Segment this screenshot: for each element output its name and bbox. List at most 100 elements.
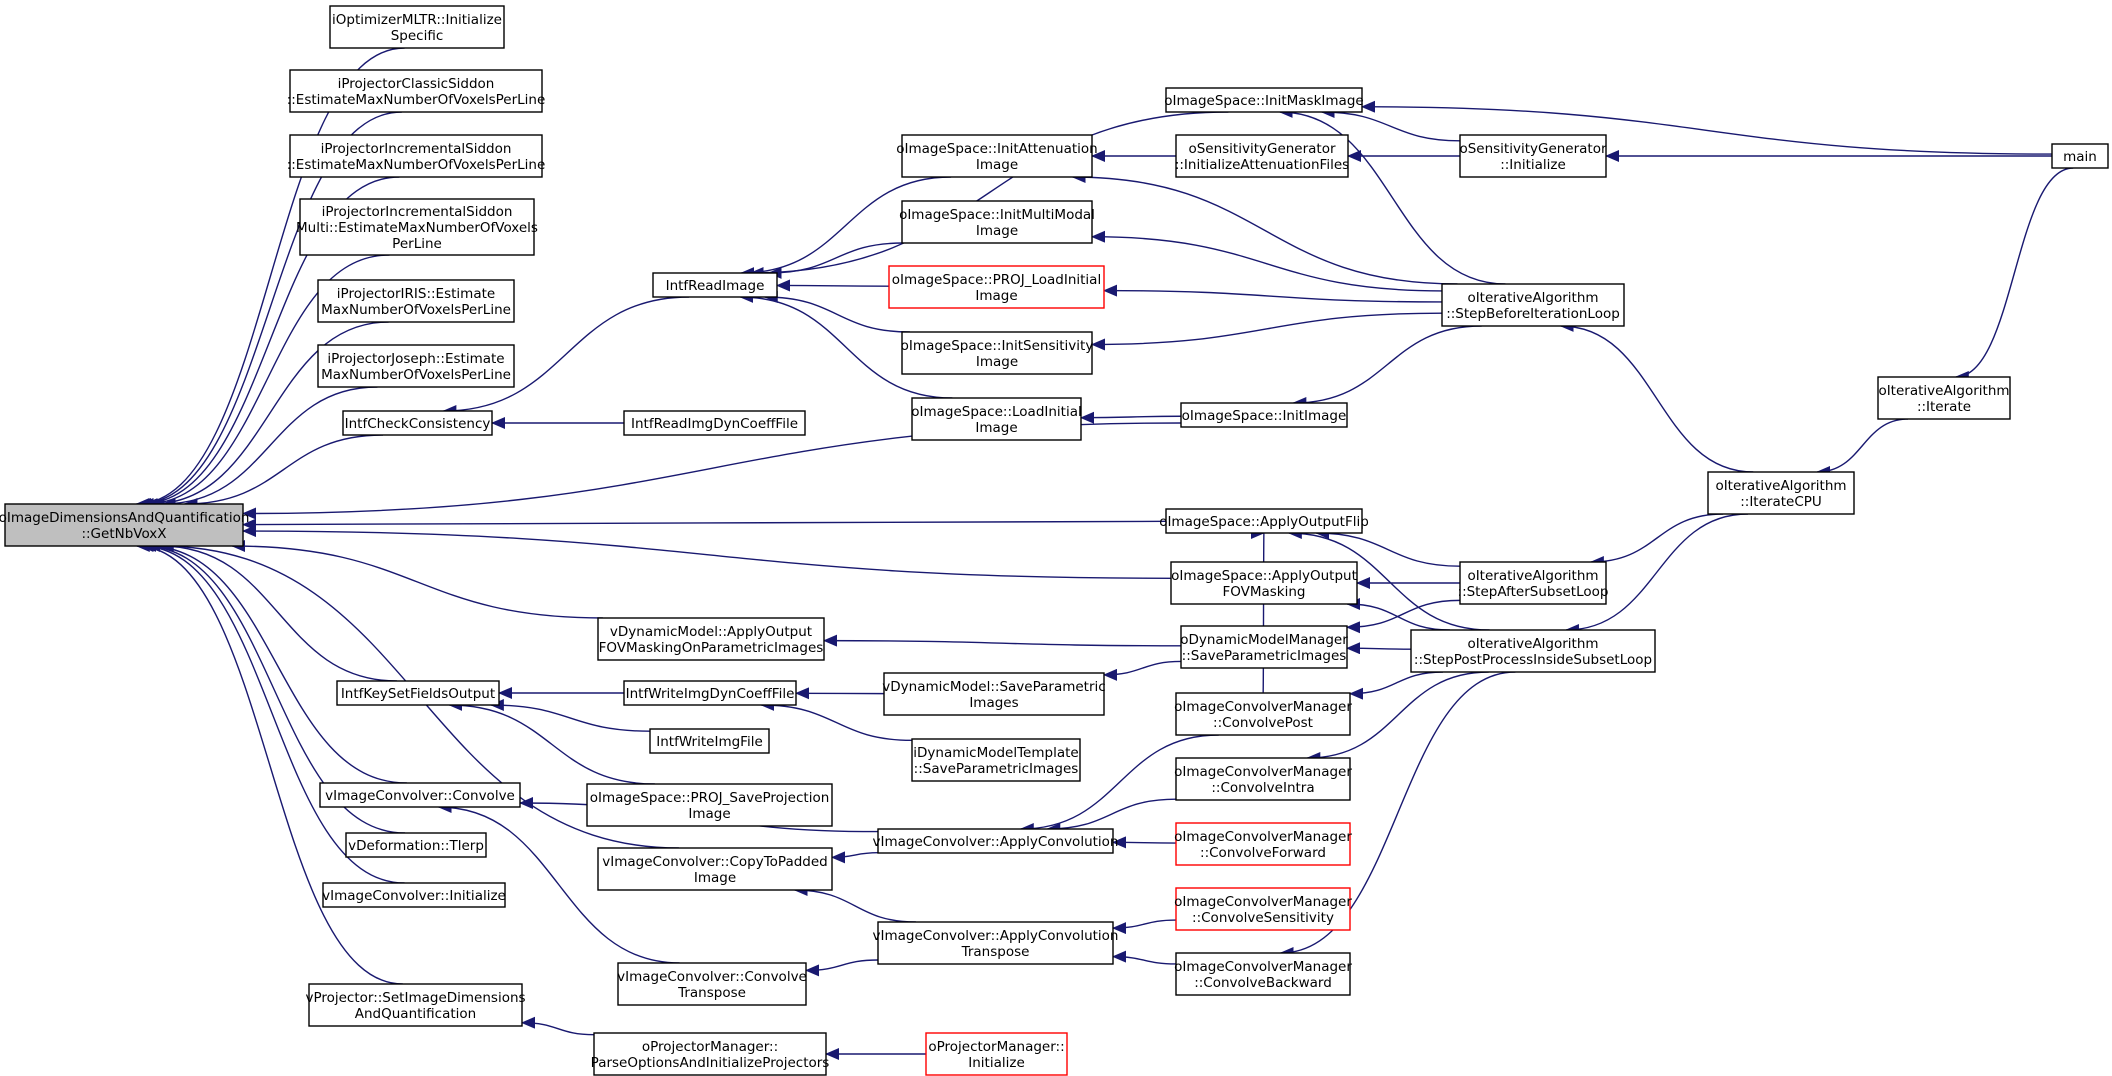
node-main[interactable]: main <box>2051 143 2109 169</box>
node-check-consistency[interactable]: IntfCheckConsistency <box>342 410 493 436</box>
node-write-img-file[interactable]: IntfWriteImgFile <box>649 728 770 754</box>
node-box <box>308 983 523 1027</box>
node-conv-post[interactable]: oImageConvolverManager::ConvolvePost <box>1174 692 1352 736</box>
edge-apply-conv-transpose-to-copy-to-padded <box>793 884 916 923</box>
node-iterate[interactable]: oIterativeAlgorithm::Iterate <box>1877 376 2011 420</box>
edge-iterate-cpu-to-step-after <box>1589 513 1724 568</box>
edge-dyn-mgr-save-to-apply-output-fov-dyn <box>823 634 1182 647</box>
node-box <box>1175 134 1349 178</box>
edge-dyn-mgr-save-to-save-parametric <box>1103 660 1182 681</box>
edge-parse-options-to-set-image-dims <box>521 1016 595 1036</box>
node-box <box>1175 887 1351 931</box>
node-dyn-template-save[interactable]: iDynamicModelTemplate::SaveParametricIma… <box>911 738 1081 782</box>
node-init-mask[interactable]: oImageSpace::InitMaskImage <box>1164 87 1364 113</box>
node-label: Image <box>688 806 730 822</box>
edge-apply-fov-to-root <box>242 525 1172 579</box>
edge-dyn-template-save-to-write-img-dyn <box>760 699 913 742</box>
node-apply-convolution[interactable]: vImageConvolver::ApplyConvolution <box>873 828 1119 854</box>
node-incr-siddon-multi[interactable]: iProjectorIncrementalSiddonMulti::Estima… <box>296 198 538 256</box>
node-box <box>911 397 1082 441</box>
node-label: ::IterateCPU <box>1740 494 1822 510</box>
node-box <box>319 782 521 808</box>
node-incr-siddon[interactable]: iProjectorIncrementalSiddon::EstimateMax… <box>287 134 546 178</box>
node-convolve[interactable]: vImageConvolver::Convolve <box>319 782 521 808</box>
node-label: ::ConvolveForward <box>1200 845 1326 861</box>
node-dyn-mgr-save[interactable]: oDynamicModelManager::SaveParametricImag… <box>1180 625 1348 669</box>
node-label: ::GetNbVoxX <box>81 526 166 542</box>
node-step-post[interactable]: oIterativeAlgorithm::StepPostProcessInsi… <box>1410 629 1656 673</box>
node-convolver-init[interactable]: vImageConvolver::Initialize <box>322 882 506 908</box>
node-parse-options[interactable]: oProjectorManager::ParseOptionsAndInitia… <box>591 1032 830 1076</box>
node-read-img-dyn[interactable]: IntfReadImgDynCoeffFile <box>623 410 806 436</box>
node-box <box>2051 143 2109 169</box>
node-apply-conv-transpose[interactable]: vImageConvolver::ApplyConvolutionTranspo… <box>873 921 1119 965</box>
edge-iris-to-root <box>150 321 389 510</box>
node-box <box>4 503 244 547</box>
node-root[interactable]: oImageDimensionsAndQuantification::GetNb… <box>0 503 249 547</box>
node-label: vImageConvolver::ApplyConvolution <box>873 928 1119 944</box>
node-read-image[interactable]: IntfReadImage <box>652 272 778 298</box>
node-box <box>617 962 807 1006</box>
node-conv-backward[interactable]: oImageConvolverManager::ConvolveBackward <box>1174 952 1352 996</box>
node-label: oSensitivityGenerator <box>1459 141 1607 157</box>
node-label: ::StepAfterSubsetLoop <box>1458 584 1609 600</box>
node-label: AndQuantification <box>355 1006 476 1022</box>
node-label: oImageConvolverManager <box>1174 959 1352 975</box>
node-label: ::Initialize <box>1500 157 1566 173</box>
edge-conv-post-to-apply-flip <box>1249 532 1265 694</box>
node-box <box>877 828 1114 854</box>
node-conv-sensitivity[interactable]: oImageConvolverManager::ConvolveSensitiv… <box>1174 887 1352 931</box>
node-apply-output-fov-dyn[interactable]: vDynamicModel::ApplyOutputFOVMaskingOnPa… <box>597 617 825 661</box>
node-step-before[interactable]: oIterativeAlgorithm::StepBeforeIteration… <box>1441 283 1625 327</box>
node-box <box>1410 629 1656 673</box>
node-label: oImageSpace::InitImage <box>1182 408 1347 424</box>
node-box <box>1441 283 1625 327</box>
node-conv-forward[interactable]: oImageConvolverManager::ConvolveForward <box>1174 822 1352 866</box>
node-sens-init-att[interactable]: oSensitivityGenerator::InitializeAttenua… <box>1175 134 1349 178</box>
node-proj-mgr-init[interactable]: oProjectorManager::Initialize <box>925 1032 1068 1076</box>
node-joseph[interactable]: iProjectorJoseph::EstimateMaxNumberOfVox… <box>317 344 515 388</box>
node-label: vDynamicModel::SaveParametric <box>882 679 1105 695</box>
node-sens-initialize[interactable]: oSensitivityGenerator::Initialize <box>1459 134 1607 178</box>
node-init-image[interactable]: oImageSpace::InitImage <box>1180 402 1348 428</box>
node-write-img-dyn[interactable]: IntfWriteImgDynCoeffFile <box>623 680 797 706</box>
node-label: ::SaveParametricImages <box>1182 648 1347 664</box>
node-save-parametric[interactable]: vDynamicModel::SaveParametricImages <box>882 672 1106 716</box>
node-classic-siddon[interactable]: iProjectorClassicSiddon::EstimateMaxNumb… <box>287 69 546 113</box>
edge-write-img-file-to-key-set-fields <box>489 699 651 732</box>
edge-main-to-init-mask <box>1361 100 2053 155</box>
node-label: MaxNumberOfVoxelsPerLine <box>321 302 511 318</box>
node-label: Transpose <box>677 985 746 1001</box>
node-box <box>925 1032 1068 1076</box>
node-box <box>289 134 543 178</box>
edge-step-before-to-init-multimodal <box>1091 230 1443 292</box>
node-conv-intra[interactable]: oImageConvolverManager::ConvolveIntra <box>1174 757 1352 801</box>
node-apply-flip[interactable]: oImageSpace::ApplyOutputFlip <box>1159 508 1369 534</box>
node-step-after[interactable]: oIterativeAlgorithm::StepAfterSubsetLoop <box>1458 561 1609 605</box>
edge-check-consistency-to-root <box>183 434 383 510</box>
edge-incr-siddon-to-root <box>139 176 400 510</box>
edge-step-after-to-apply-flip <box>1315 527 1461 567</box>
node-tlerp[interactable]: vDeformation::Tlerp <box>345 832 487 858</box>
node-box <box>901 331 1093 375</box>
node-label: iProjectorClassicSiddon <box>338 76 495 92</box>
node-iris[interactable]: iProjectorIRIS::EstimateMaxNumberOfVoxel… <box>317 279 515 323</box>
node-label: vImageConvolver::Convolve <box>325 788 515 804</box>
edge-step-before-to-init-image <box>1292 325 1482 409</box>
edge-read-image-to-check-consistency <box>442 296 690 417</box>
node-iterate-cpu[interactable]: oIterativeAlgorithm::IterateCPU <box>1707 471 1855 515</box>
node-set-image-dims[interactable]: vProjector::SetImageDimensionsAndQuantif… <box>305 983 526 1027</box>
node-key-set-fields[interactable]: IntfKeySetFieldsOutput <box>336 680 500 706</box>
node-box <box>1165 508 1363 534</box>
